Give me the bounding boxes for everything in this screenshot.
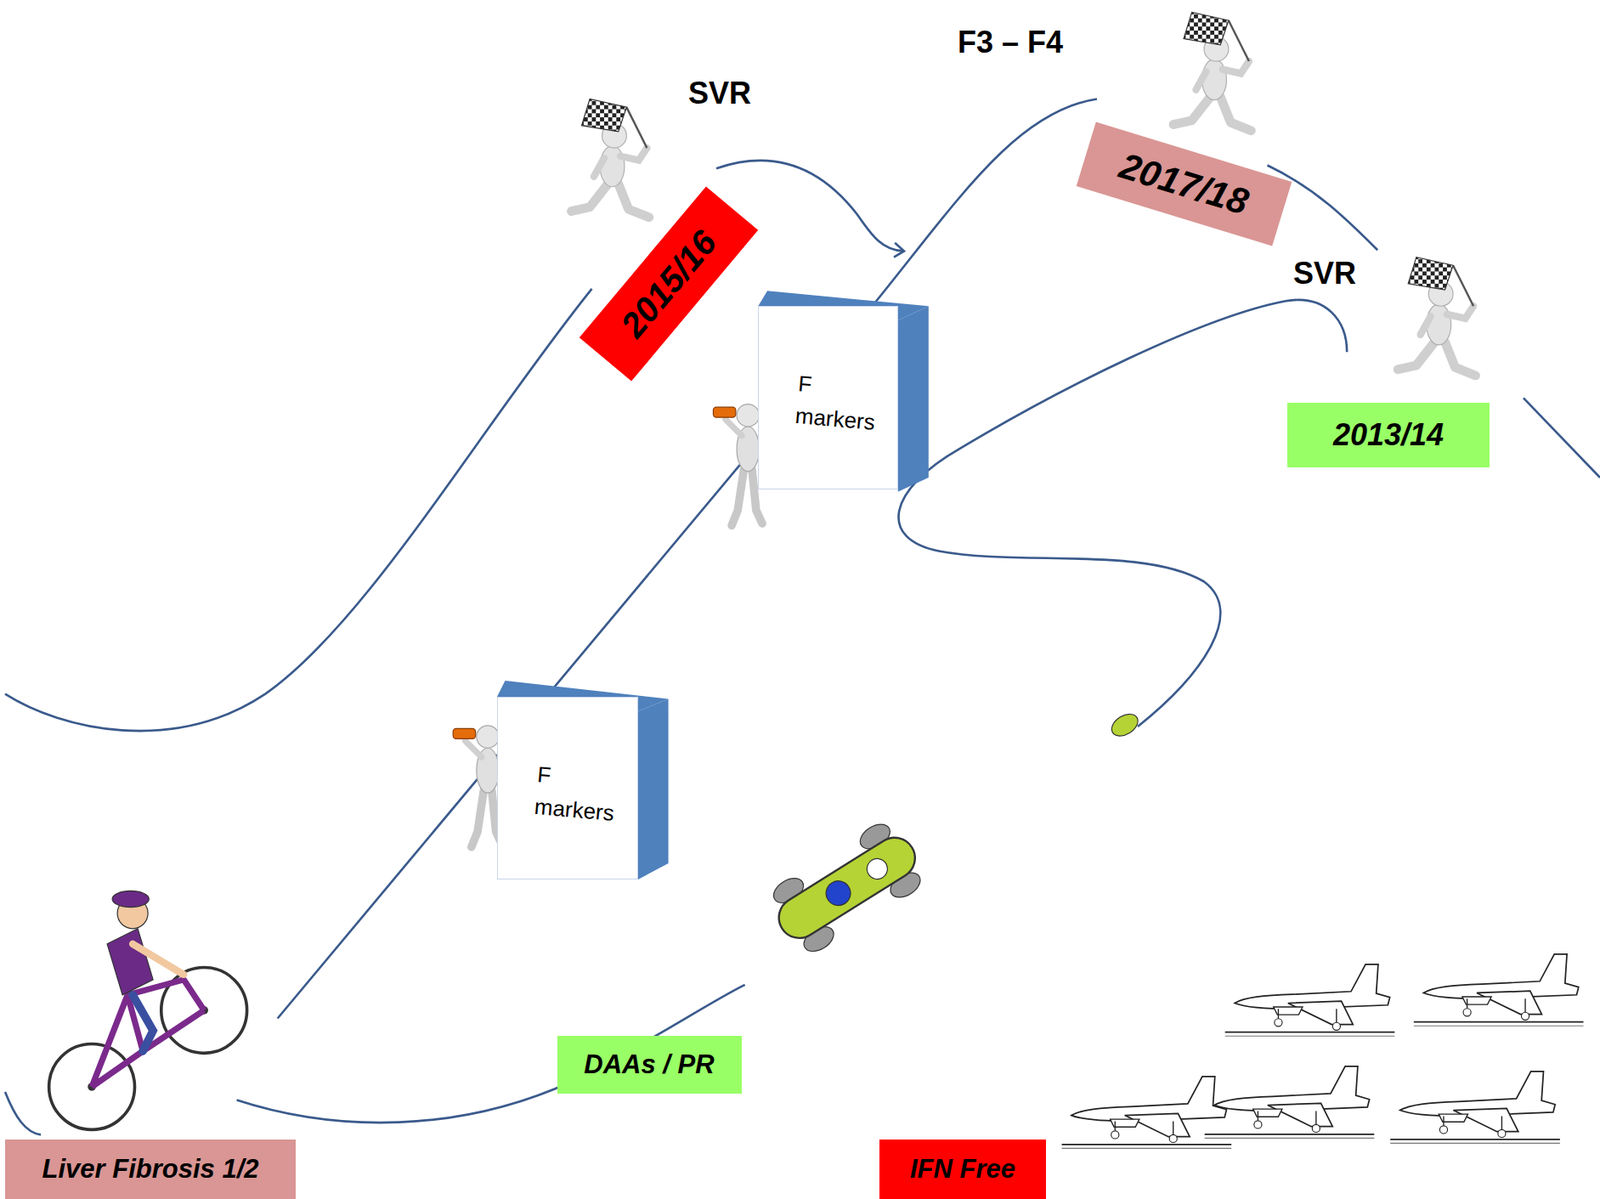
milestone-label: F3 – F4: [957, 24, 1063, 61]
jet: [1204, 1066, 1375, 1138]
box-text: Liver Fibrosis 1/2: [42, 1153, 260, 1185]
marker-box: F markers: [757, 305, 899, 490]
flag-person: [1173, 11, 1251, 131]
spotter-person: [712, 404, 763, 526]
box-text: 2017/18: [1114, 144, 1254, 223]
box-text: IFN Free: [910, 1153, 1016, 1185]
flag-person: [1397, 257, 1476, 376]
track-curves: [5, 98, 1600, 1135]
label-box: Liver Fibrosis 1/2: [5, 1139, 296, 1199]
label-box: 2015/16: [579, 186, 758, 381]
spotter-person: [452, 725, 503, 848]
marker-text: F markers: [532, 758, 618, 830]
label-box: 2017/18: [1075, 121, 1292, 246]
marker-box: F markers: [497, 696, 639, 880]
milestone-label: SVR: [688, 75, 752, 112]
label-box: DAAs / PR: [557, 1035, 742, 1094]
cyclist: [49, 890, 248, 1130]
box-text: DAAs / PR: [583, 1049, 714, 1080]
marker-text: F markers: [793, 367, 879, 439]
box-text: 2013/14: [1333, 417, 1444, 453]
label-box: IFN Free: [879, 1139, 1046, 1199]
label-box: 2013/14: [1287, 402, 1490, 468]
race-car: [761, 814, 933, 962]
jet: [1413, 954, 1584, 1026]
race-car-part: [1108, 709, 1143, 741]
milestone-label: SVR: [1293, 255, 1357, 292]
box-text: 2015/16: [612, 222, 724, 345]
jet: [1225, 964, 1396, 1036]
box-sides: [497, 290, 929, 880]
jet: [1062, 1076, 1233, 1148]
flag-person: [571, 98, 650, 217]
jet: [1390, 1071, 1561, 1143]
